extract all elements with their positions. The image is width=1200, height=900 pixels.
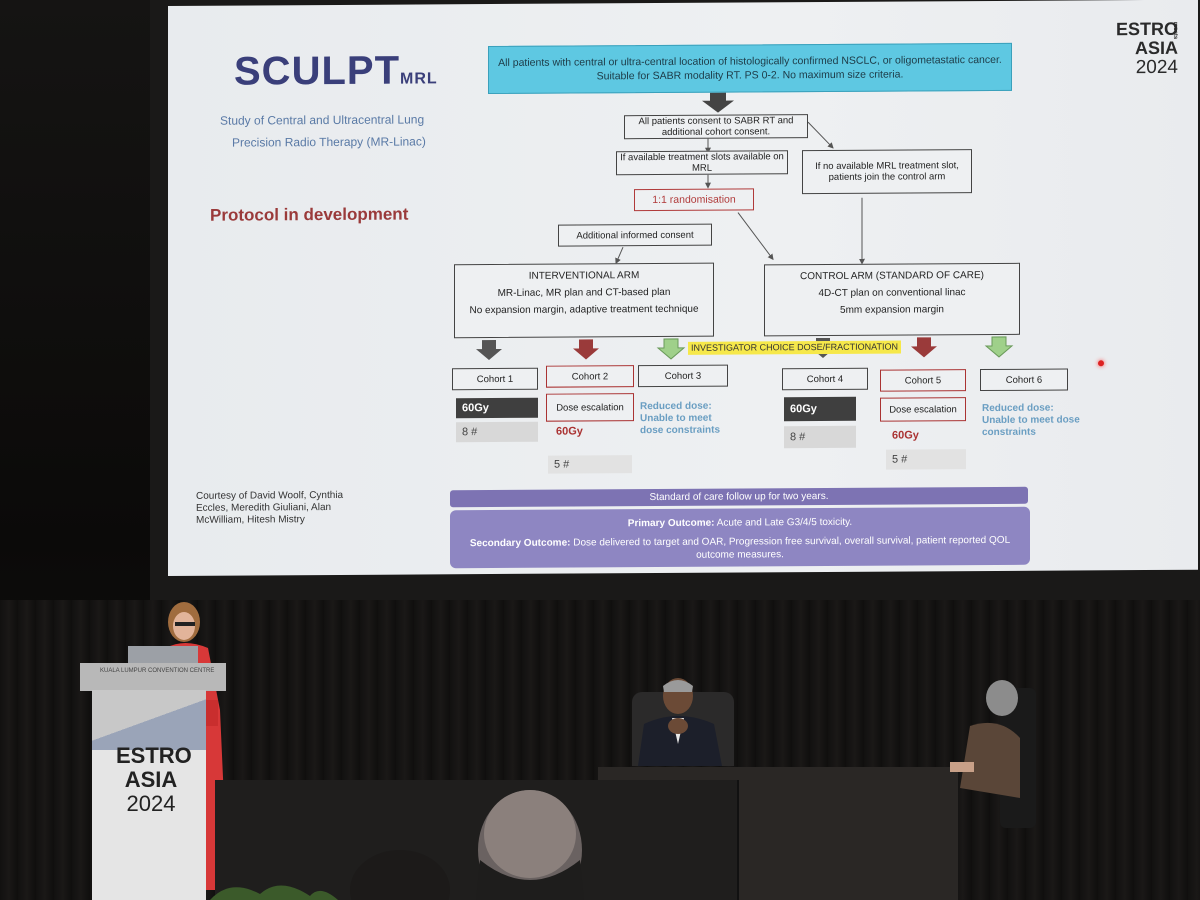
primary-outcome-text: Acute and Late G3/4/5 toxicity. bbox=[716, 516, 853, 529]
protocol-status: Protocol in development bbox=[210, 204, 409, 225]
panelist-right bbox=[950, 680, 1036, 828]
secondary-outcome: Secondary Outcome: Dose delivered to tar… bbox=[450, 534, 1030, 564]
cohort-4-fractions: 8 # bbox=[784, 425, 856, 449]
podium-top bbox=[80, 663, 226, 691]
study-title-line-1: Study of Central and Ultracentral Lung bbox=[220, 112, 425, 128]
podium-logo-year: 2024 bbox=[126, 791, 176, 816]
randomisation-box: 1:1 randomisation bbox=[634, 188, 754, 212]
followup-bar: Standard of care follow up for two years… bbox=[450, 486, 1028, 508]
cohort-1-box: Cohort 1 bbox=[452, 367, 538, 391]
cohort-2-note: Dose escalation bbox=[546, 393, 634, 422]
podium-logo: ESTRO ASIA 2024 bbox=[116, 743, 192, 816]
slots-available-box: If available treatment slots available o… bbox=[616, 150, 788, 176]
cohort-3-note: Reduced dose: Unable to meet dose constr… bbox=[640, 400, 721, 437]
front-table bbox=[215, 780, 739, 900]
control-arm-line2: 5mm expansion margin bbox=[840, 304, 944, 316]
logo-main-text: SCULPT bbox=[234, 48, 400, 94]
laser-pointer-dot bbox=[1098, 360, 1104, 367]
no-slots-box: If no available MRL treatment slot, pati… bbox=[802, 149, 972, 195]
secondary-outcome-text: Dose delivered to target and OAR, Progre… bbox=[573, 534, 1011, 561]
interventional-arm-line1: MR-Linac, MR plan and CT-based plan bbox=[497, 286, 671, 299]
primary-outcome: Primary Outcome: Acute and Late G3/4/5 t… bbox=[450, 515, 1030, 532]
cohort-5-dose: 60Gy bbox=[892, 429, 919, 442]
audience-heads bbox=[350, 790, 584, 900]
cohort-5-fractions: 5 # bbox=[886, 449, 966, 470]
cohort-2-box: Cohort 2 bbox=[546, 365, 634, 388]
presentation-slide: SCULPTMRL Study of Central and Ultracent… bbox=[168, 0, 1198, 577]
podium-venue-label: KUALA LUMPUR CONVENTION CENTRE bbox=[100, 668, 215, 674]
conference-logo-tag: meets bbox=[1172, 21, 1178, 40]
cohort-4-dose: 60Gy bbox=[784, 396, 856, 422]
podium-stripe bbox=[92, 690, 206, 750]
study-title-line-2: Precision Radio Therapy (MR-Linac) bbox=[232, 134, 426, 150]
cohort-2-dose: 60Gy bbox=[556, 425, 583, 438]
interventional-arm-box: INTERVENTIONAL ARM MR-Linac, MR plan and… bbox=[454, 262, 714, 339]
control-arm-box: CONTROL ARM (STANDARD OF CARE) 4D-CT pla… bbox=[764, 262, 1020, 337]
outcomes-panel: Primary Outcome: Acute and Late G3/4/5 t… bbox=[450, 506, 1030, 569]
laptop bbox=[128, 646, 198, 666]
control-arm-line1: 4D-CT plan on conventional linac bbox=[818, 287, 966, 300]
cohort-1-fractions: 8 # bbox=[456, 421, 538, 443]
conference-logo: ESTRO ASIA 2024 meets bbox=[1104, 19, 1178, 79]
control-arm-title: CONTROL ARM (STANDARD OF CARE) bbox=[800, 270, 984, 283]
stage-plant bbox=[210, 885, 338, 900]
cohort-3-box: Cohort 3 bbox=[638, 364, 728, 388]
logo-suffix-text: MRL bbox=[400, 70, 438, 88]
cohort-1-dose: 60Gy bbox=[456, 397, 538, 419]
interventional-arm-line2: No expansion margin, adaptive treatment … bbox=[469, 303, 699, 317]
podium-logo-line2: ASIA bbox=[124, 767, 178, 792]
secondary-outcome-label: Secondary Outcome: bbox=[469, 537, 571, 550]
conference-logo-line2: ASIA bbox=[1134, 37, 1178, 59]
consent-box: All patients consent to SABR RT and addi… bbox=[624, 114, 808, 140]
courtesy-credit: Courtesy of David Woolf, Cynthia Eccles,… bbox=[196, 489, 344, 526]
cohort-5-note: Dose escalation bbox=[880, 397, 966, 422]
panelist-center bbox=[638, 678, 722, 766]
cohort-2-fractions: 5 # bbox=[548, 455, 632, 474]
sculpt-logo: SCULPTMRL bbox=[234, 48, 438, 94]
podium-logo-line1: ESTRO bbox=[116, 743, 192, 768]
interventional-arm-title: INTERVENTIONAL ARM bbox=[528, 270, 640, 282]
additional-consent-box: Additional informed consent bbox=[558, 223, 712, 247]
cohort-6-note: Reduced dose: Unable to meet dose constr… bbox=[982, 402, 1080, 439]
cohort-4-box: Cohort 4 bbox=[782, 367, 868, 391]
eligibility-box: All patients with central or ultra-centr… bbox=[488, 42, 1012, 95]
primary-outcome-label: Primary Outcome: bbox=[627, 517, 715, 530]
cohort-5-box: Cohort 5 bbox=[880, 369, 966, 392]
conference-logo-year: 2024 bbox=[1135, 56, 1178, 79]
cohort-6-box: Cohort 6 bbox=[980, 368, 1068, 392]
investigator-choice-label: INVESTIGATOR CHOICE DOSE/FRACTIONATION bbox=[688, 340, 902, 355]
